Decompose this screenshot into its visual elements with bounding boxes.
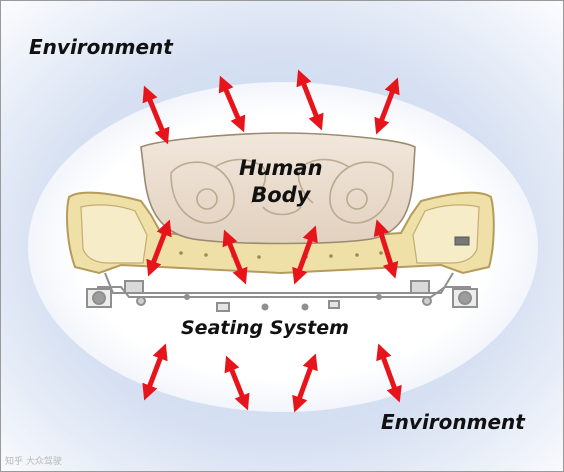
arrow-env-body-2 bbox=[218, 75, 246, 133]
arrow-seat-env-2 bbox=[224, 355, 250, 411]
arrow-env-body-3 bbox=[296, 69, 324, 131]
arrow-body-seat-3 bbox=[292, 225, 318, 285]
seating-system-label: Seating System bbox=[181, 317, 349, 339]
arrow-body-seat-2 bbox=[222, 229, 248, 285]
pelvis-icon bbox=[170, 158, 394, 224]
human-body-label-line2: Body bbox=[251, 183, 311, 207]
seat-frame-icon bbox=[86, 272, 478, 312]
watermark: 知乎 大众驾驶 bbox=[5, 457, 62, 467]
arrow-body-seat-1 bbox=[146, 219, 172, 277]
arrow-body-seat-4 bbox=[373, 219, 399, 279]
human-body-label-line1: Human bbox=[239, 156, 323, 180]
environment-label-bottom: Environment bbox=[381, 410, 525, 434]
arrow-env-body-1 bbox=[142, 85, 170, 145]
environment-label-top: Environment bbox=[29, 35, 173, 59]
arrow-env-body-4 bbox=[374, 77, 400, 135]
human-body-icon bbox=[140, 132, 416, 245]
arrow-seat-env-3 bbox=[292, 353, 318, 413]
human-body-label: Human Body bbox=[239, 155, 323, 209]
arrow-seat-env-4 bbox=[376, 343, 402, 403]
arrow-seat-env-1 bbox=[142, 343, 168, 401]
double-arrow-icon bbox=[142, 69, 402, 413]
